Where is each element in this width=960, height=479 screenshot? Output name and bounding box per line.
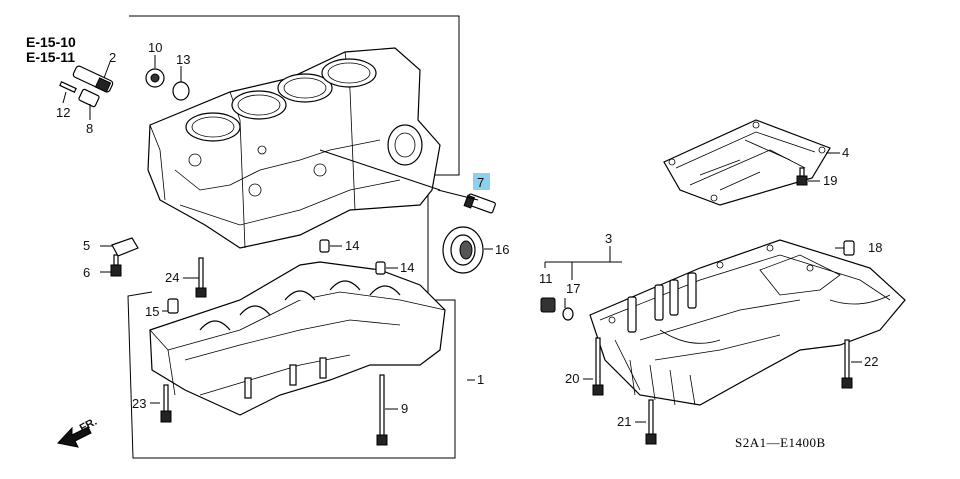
bolt-24[interactable] [195, 257, 207, 298]
bolt-20[interactable] [592, 337, 604, 396]
block-group-outline [127, 15, 460, 459]
callout-2[interactable]: 2 [109, 50, 116, 65]
plug-10[interactable] [145, 68, 165, 88]
washer-8[interactable] [78, 88, 100, 108]
callout-9[interactable]: 9 [401, 401, 408, 416]
callout-3[interactable]: 3 [605, 231, 612, 246]
callout-23[interactable]: 23 [132, 396, 146, 411]
callout-19[interactable]: 19 [823, 173, 837, 188]
callout-14b[interactable]: 14 [400, 260, 414, 275]
o-ring-13[interactable] [172, 81, 190, 101]
bolt-12[interactable] [59, 81, 77, 93]
callout-17[interactable]: 17 [566, 281, 580, 296]
front-label: FR. [78, 416, 99, 435]
callout-22[interactable]: 22 [864, 354, 878, 369]
cylinder-block[interactable] [147, 47, 441, 249]
callout-16[interactable]: 16 [495, 242, 509, 257]
callout-labels: 1 2 3 4 5 6 7 8 9 10 11 12 13 14 14 15 1… [56, 40, 882, 429]
callout-5[interactable]: 5 [83, 238, 90, 253]
callout-13[interactable]: 13 [176, 52, 190, 67]
bolt-21[interactable] [645, 399, 657, 445]
bolt-19[interactable] [796, 167, 808, 186]
dowel-pin-lower[interactable] [375, 261, 386, 275]
reference-code-1[interactable]: E-15-10 [26, 34, 76, 50]
callout-15[interactable]: 15 [145, 304, 159, 319]
drain-bolt[interactable] [540, 297, 556, 313]
bolt-23[interactable] [160, 384, 172, 423]
leader-lines [62, 55, 862, 423]
callout-11[interactable]: 11 [539, 271, 553, 286]
diagram-code: S2A1—E1400B [735, 435, 826, 450]
callout-1[interactable]: 1 [477, 372, 484, 387]
callout-21[interactable]: 21 [617, 414, 631, 429]
reference-code-2[interactable]: E-15-11 [26, 49, 75, 65]
bolt-22[interactable] [841, 339, 853, 389]
front-arrow-icon [57, 426, 92, 448]
bolt-6[interactable] [110, 254, 122, 277]
bolt-9[interactable] [376, 374, 388, 446]
front-arrow: FR. [57, 416, 99, 448]
callout-8[interactable]: 8 [86, 121, 93, 136]
callout-14a[interactable]: 14 [345, 238, 359, 253]
oil-pressure-switch[interactable] [72, 65, 114, 93]
drain-washer[interactable] [562, 307, 574, 321]
dowel-pin-upper[interactable] [319, 239, 330, 253]
callout-4[interactable]: 4 [842, 145, 849, 160]
callout-12[interactable]: 12 [56, 105, 70, 120]
sensor-7[interactable] [463, 193, 496, 214]
oil-pan[interactable] [589, 239, 906, 406]
callout-7[interactable]: 7 [477, 175, 484, 190]
callout-24[interactable]: 24 [165, 270, 179, 285]
lower-block[interactable] [149, 261, 446, 416]
callout-20[interactable]: 20 [565, 371, 579, 386]
callout-10[interactable]: 10 [148, 40, 162, 55]
highlight-box-7 [473, 173, 490, 190]
baffle-plate[interactable] [663, 119, 831, 206]
callout-6[interactable]: 6 [83, 265, 90, 280]
dowel-pin-15[interactable] [167, 298, 179, 314]
bracket-5[interactable] [111, 237, 139, 257]
callout-18[interactable]: 18 [868, 240, 882, 255]
oil-seal[interactable] [442, 226, 484, 274]
dowel-pin-18[interactable] [843, 240, 855, 256]
